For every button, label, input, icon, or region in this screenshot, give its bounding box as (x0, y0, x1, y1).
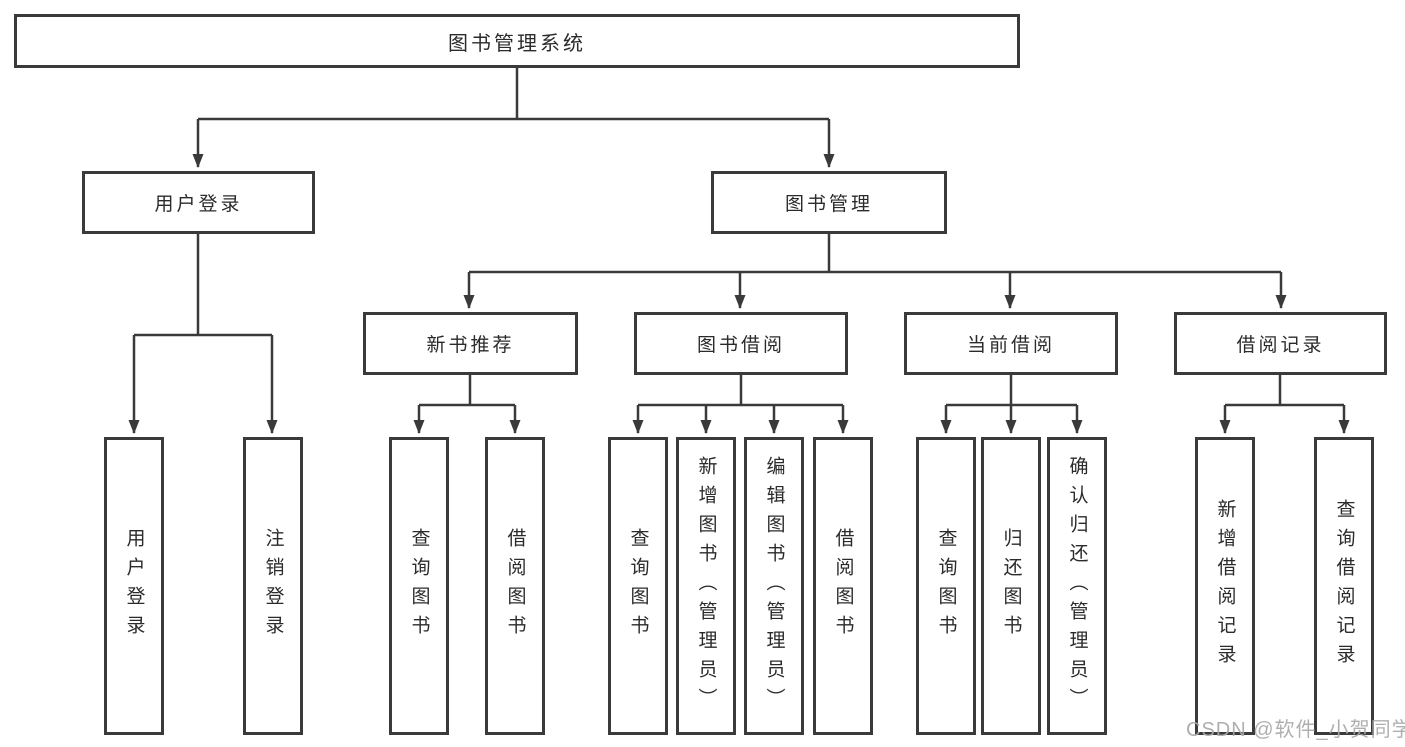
leaf-current-confirm-return-admin: 确认归还（管理员） (1047, 437, 1107, 735)
leaf-current-return-books-label: 归还图书 (1000, 528, 1022, 644)
leaf-user-login: 用户登录 (104, 437, 164, 735)
leaf-borrow-query-books-label: 查询图书 (627, 528, 649, 644)
leaf-newbooks-query-books: 查询图书 (389, 437, 449, 735)
node-book-borrow-label: 图书借阅 (696, 335, 785, 356)
csdn-watermark: CSDN @软件_小贺同学 (1186, 719, 1405, 741)
leaf-borrow-edit-books-admin-label: 编辑图书（管理员） (763, 455, 785, 717)
leaf-current-query-books: 查询图书 (916, 437, 976, 735)
leaf-records-add-record-label: 新增借阅记录 (1214, 499, 1236, 673)
node-current-borrow-label: 当前借阅 (966, 335, 1055, 356)
leaf-borrow-add-books-admin: 新增图书（管理员） (676, 437, 736, 735)
leaf-records-query-record-label: 查询借阅记录 (1333, 499, 1355, 673)
node-library-system-label: 图书管理系统 (448, 32, 586, 55)
leaf-current-confirm-return-admin-label: 确认归还（管理员） (1066, 455, 1088, 717)
node-borrow-records: 借阅记录 (1174, 312, 1387, 375)
node-borrow-records-label: 借阅记录 (1236, 335, 1325, 356)
leaf-records-query-record: 查询借阅记录 (1314, 437, 1374, 735)
leaf-logout: 注销登录 (243, 437, 303, 735)
leaf-logout-label: 注销登录 (262, 528, 284, 644)
leaf-newbooks-borrow-books: 借阅图书 (485, 437, 545, 735)
leaf-borrow-borrow-books: 借阅图书 (813, 437, 873, 735)
node-book-management: 图书管理 (711, 171, 947, 234)
node-book-borrow: 图书借阅 (634, 312, 848, 375)
leaf-borrow-edit-books-admin: 编辑图书（管理员） (744, 437, 804, 735)
leaf-newbooks-borrow-books-label: 借阅图书 (504, 528, 526, 644)
leaf-records-add-record: 新增借阅记录 (1195, 437, 1255, 735)
node-book-management-label: 图书管理 (784, 194, 873, 215)
leaf-user-login-label: 用户登录 (123, 528, 145, 644)
leaf-current-return-books: 归还图书 (981, 437, 1041, 735)
leaf-borrow-query-books: 查询图书 (608, 437, 668, 735)
node-current-borrow: 当前借阅 (904, 312, 1118, 375)
leaf-current-query-books-label: 查询图书 (935, 528, 957, 644)
node-new-book-recommend-label: 新书推荐 (426, 335, 515, 356)
leaf-newbooks-query-books-label: 查询图书 (408, 528, 430, 644)
node-library-system: 图书管理系统 (14, 14, 1020, 68)
node-new-book-recommend: 新书推荐 (363, 312, 578, 375)
leaf-borrow-add-books-admin-label: 新增图书（管理员） (695, 455, 717, 717)
node-user-login: 用户登录 (82, 171, 315, 234)
node-user-login-label: 用户登录 (154, 194, 243, 215)
leaf-borrow-borrow-books-label: 借阅图书 (832, 528, 854, 644)
